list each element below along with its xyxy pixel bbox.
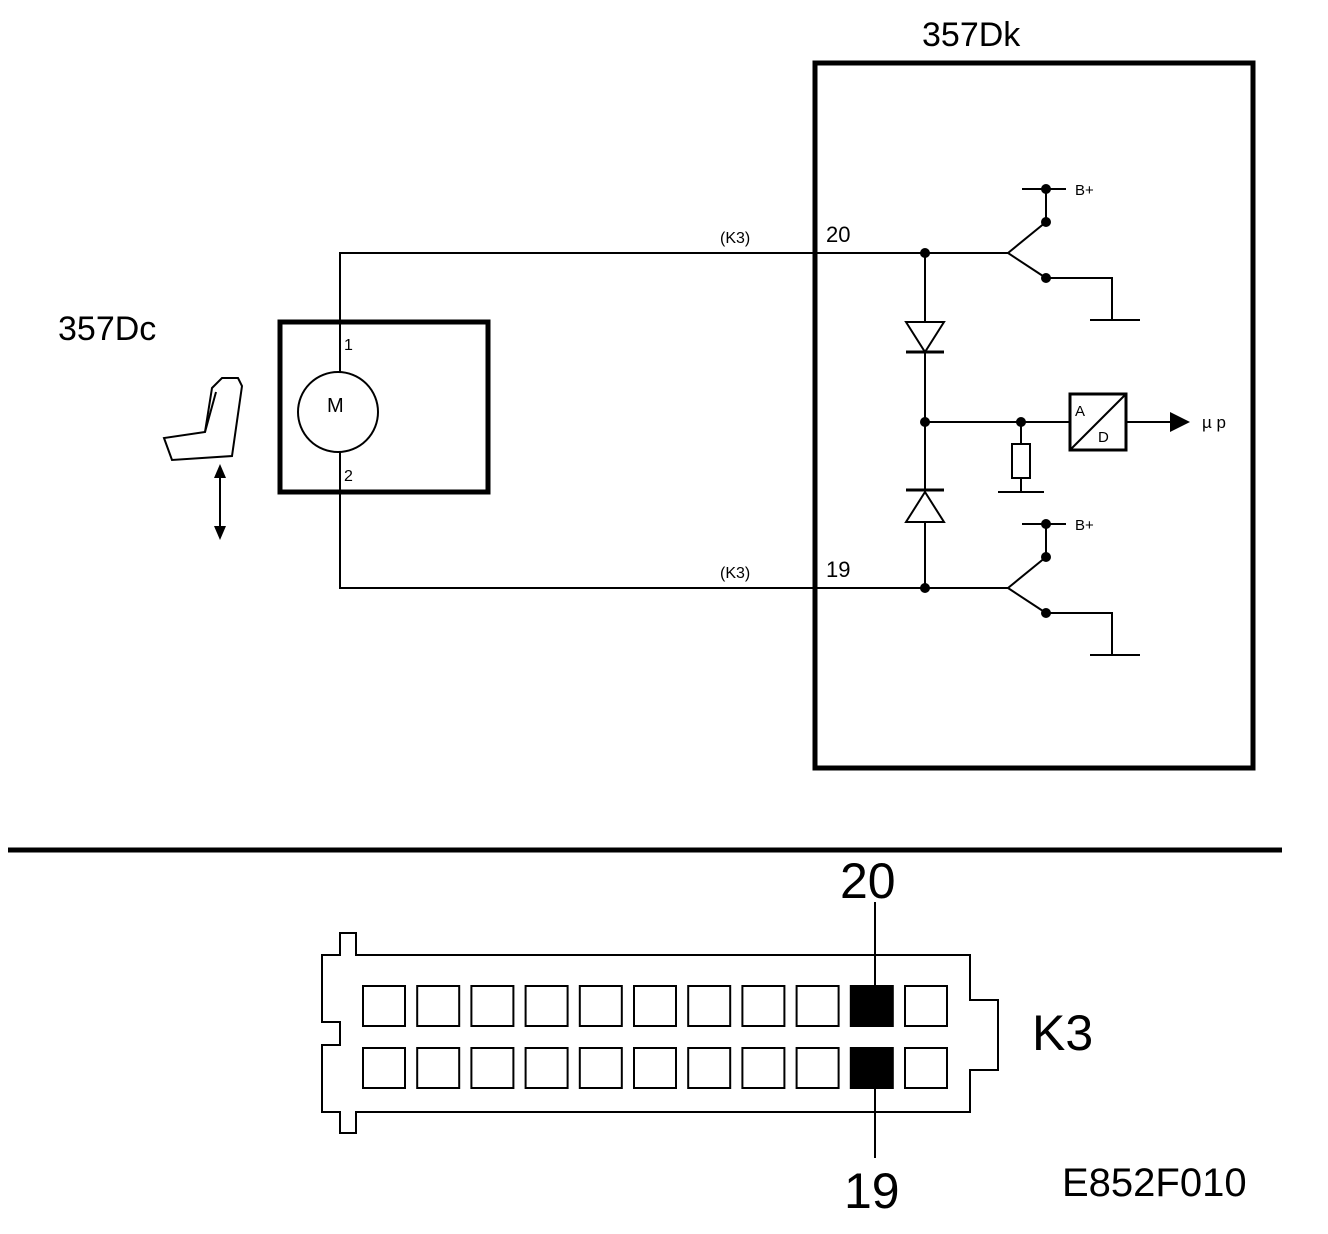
connector-pin (687, 1047, 732, 1089)
wire-bottom-tag: (K3) (720, 565, 750, 582)
connector-housing (321, 932, 999, 1134)
motor-symbol-label: M (327, 395, 344, 417)
connector-pin (687, 985, 732, 1027)
motor-module-label: 357Dc (58, 310, 156, 348)
ecu-box (812, 60, 1256, 771)
connector-pin-19-label: 19 (844, 1163, 900, 1219)
motor-module-box (277, 319, 491, 495)
connector-pin (633, 1047, 677, 1089)
connector-pin (416, 1047, 461, 1089)
motor-symbol (297, 371, 379, 453)
connector-pin (578, 985, 623, 1027)
figure-id: E852F010 (1062, 1161, 1247, 1205)
wire-bottom (339, 452, 1005, 589)
wire-top-tag: (K3) (720, 230, 750, 247)
connector-pin (849, 1047, 894, 1089)
ecu-label: 357Dk (922, 16, 1021, 54)
connector-pin (904, 985, 948, 1027)
connector-pin (741, 985, 786, 1027)
connector-pin (904, 1047, 948, 1089)
adc-icon (1068, 392, 1128, 452)
motor-pin-bottom: 2 (344, 468, 353, 485)
connector-pin (795, 985, 840, 1027)
microprocessor-label: µ p (1202, 413, 1226, 432)
connector-pin-20-label: 20 (840, 853, 896, 909)
connector-pin (741, 1047, 786, 1089)
seat-icon (162, 377, 244, 462)
connector-pin (633, 985, 677, 1027)
adc-out-label: D (1098, 429, 1109, 446)
connector-pin (524, 1047, 569, 1089)
connector-name: K3 (1032, 1005, 1093, 1061)
connector-pin (470, 1047, 515, 1089)
connector-pin (849, 985, 894, 1027)
up-down-arrow-icon (214, 464, 226, 540)
connector-pin (524, 985, 569, 1027)
connector-pins (362, 985, 948, 1089)
connector-pin (795, 1047, 840, 1089)
diode-icon (904, 488, 946, 523)
resistor-icon (1011, 443, 1031, 479)
connector-pin (470, 985, 515, 1027)
switch-icon (925, 184, 1140, 321)
connector-pin (362, 1047, 406, 1089)
connector-pin (578, 1047, 623, 1089)
supply-top-label: B+ (1075, 182, 1094, 199)
switch-icon (925, 519, 1140, 656)
supply-bottom-label: B+ (1075, 517, 1094, 534)
connector-pin (362, 985, 406, 1027)
ecu-pin-19: 19 (826, 557, 850, 582)
diode-icon (904, 321, 946, 354)
ecu-pin-20: 20 (826, 222, 850, 247)
wire-top (339, 252, 1005, 372)
motor-pin-top: 1 (344, 337, 353, 354)
connector-pin (416, 985, 461, 1027)
adc-in-label: A (1075, 403, 1085, 420)
